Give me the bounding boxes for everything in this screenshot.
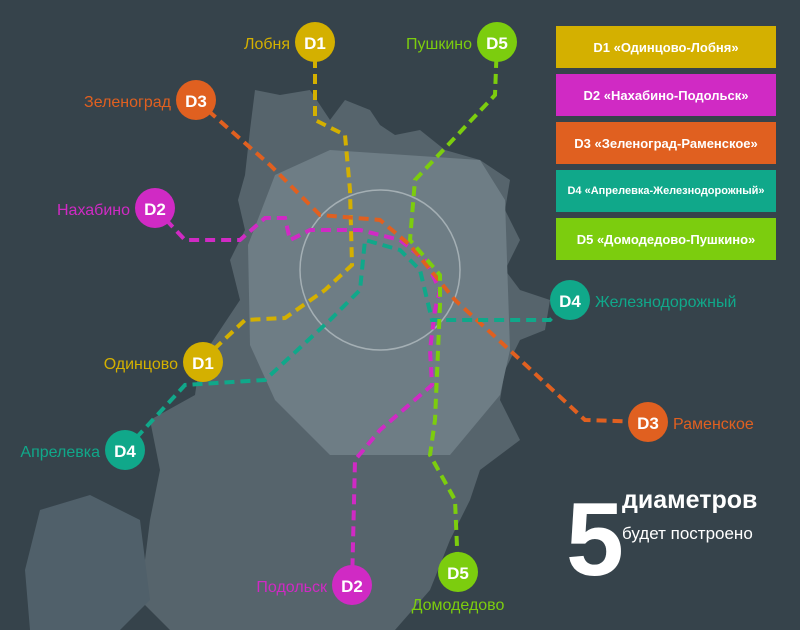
diameter-count-word: диаметров [622,486,758,514]
station-name: Лобня [244,36,290,53]
station-d1-north[interactable]: D1 Лобня [244,22,335,62]
diameter-count: 5 [566,482,624,598]
station-name: Подольск [256,579,328,596]
badge-text: D4 [114,442,136,461]
badge-text: D2 [144,200,166,219]
station-name: Зеленоград [84,94,172,111]
legend-d1[interactable]: D1 «Одинцово-Лобня» [556,26,776,68]
station-d5-south[interactable]: D5 Домодедово [412,552,505,614]
legend-d3[interactable]: D3 «Зеленоград-Раменское» [556,122,776,164]
legend-label: D2 «Нахабино-Подольск» [583,87,749,103]
legend-label: D3 «Зеленоград-Раменское» [574,135,758,151]
station-d2-south[interactable]: D2 Подольск [256,565,372,605]
line-d4 [123,237,572,452]
badge-text: D4 [559,292,581,311]
station-d5-north[interactable]: D5 Пушкино [406,22,517,62]
legend-label: D4 «Апрелевка-Железнодорожный» [567,185,765,197]
station-name: Раменское [673,416,754,433]
legend-label: D1 «Одинцово-Лобня» [593,39,739,55]
legend-label: D5 «Домодедово-Пушкино» [576,231,756,247]
station-name: Пушкино [406,36,472,53]
badge-text: D5 [486,34,508,53]
land-shape [25,495,150,630]
badge-text: D1 [192,354,214,373]
badge-text: D1 [304,34,326,53]
station-d3-south[interactable]: D3 Раменское [628,402,754,442]
line-d5 [407,41,499,571]
badge-text: D3 [637,414,659,433]
station-d3-north[interactable]: D3 Зеленоград [84,80,216,120]
station-name: Одинцово [104,356,178,373]
station-name: Апрелевка [20,444,100,461]
line-d2 [153,206,443,586]
diameter-count-subtitle: будет построено [622,524,753,543]
legend-d4[interactable]: D4 «Апрелевка-Железнодорожный» [556,170,776,212]
badge-text: D5 [447,564,469,583]
badge-text: D2 [341,577,363,596]
line-d1 [206,42,355,357]
station-name: Нахабино [57,202,130,219]
station-d2-north[interactable]: D2 Нахабино [57,188,175,228]
station-d4-west[interactable]: D4 Апрелевка [20,430,145,470]
legend-d5[interactable]: D5 «Домодедово-Пушкино» [556,218,776,260]
station-name: Железнодорожный [595,294,736,311]
station-d4-east[interactable]: D4 Железнодорожный [550,280,736,320]
city-shape [248,150,510,455]
line-d3 [194,98,649,424]
station-d1-south[interactable]: D1 Одинцово [104,342,223,382]
badge-text: D3 [185,92,207,111]
central-ring [299,189,461,351]
legend-d2[interactable]: D2 «Нахабино-Подольск» [556,74,776,116]
station-name: Домодедово [412,597,505,614]
